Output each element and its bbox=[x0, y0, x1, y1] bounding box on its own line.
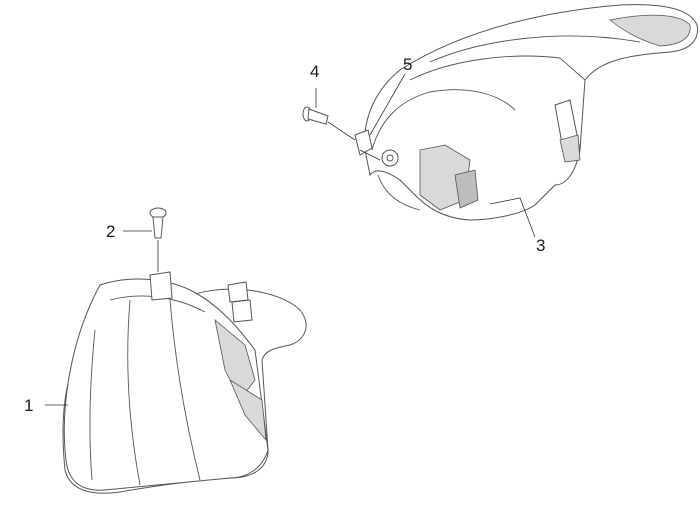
screw-2 bbox=[149, 207, 167, 272]
callout-1: 1 bbox=[24, 396, 34, 415]
front-mudguard bbox=[62, 271, 307, 494]
callout-2: 2 bbox=[106, 222, 116, 241]
callout-3: 3 bbox=[536, 236, 546, 255]
screw-4 bbox=[302, 106, 356, 141]
rear-mudguard bbox=[364, 4, 699, 221]
callout-4: 4 bbox=[310, 62, 320, 81]
clip-nut-5 bbox=[354, 129, 381, 161]
callout-5: 5 bbox=[403, 55, 413, 74]
leader-lines bbox=[45, 73, 536, 406]
